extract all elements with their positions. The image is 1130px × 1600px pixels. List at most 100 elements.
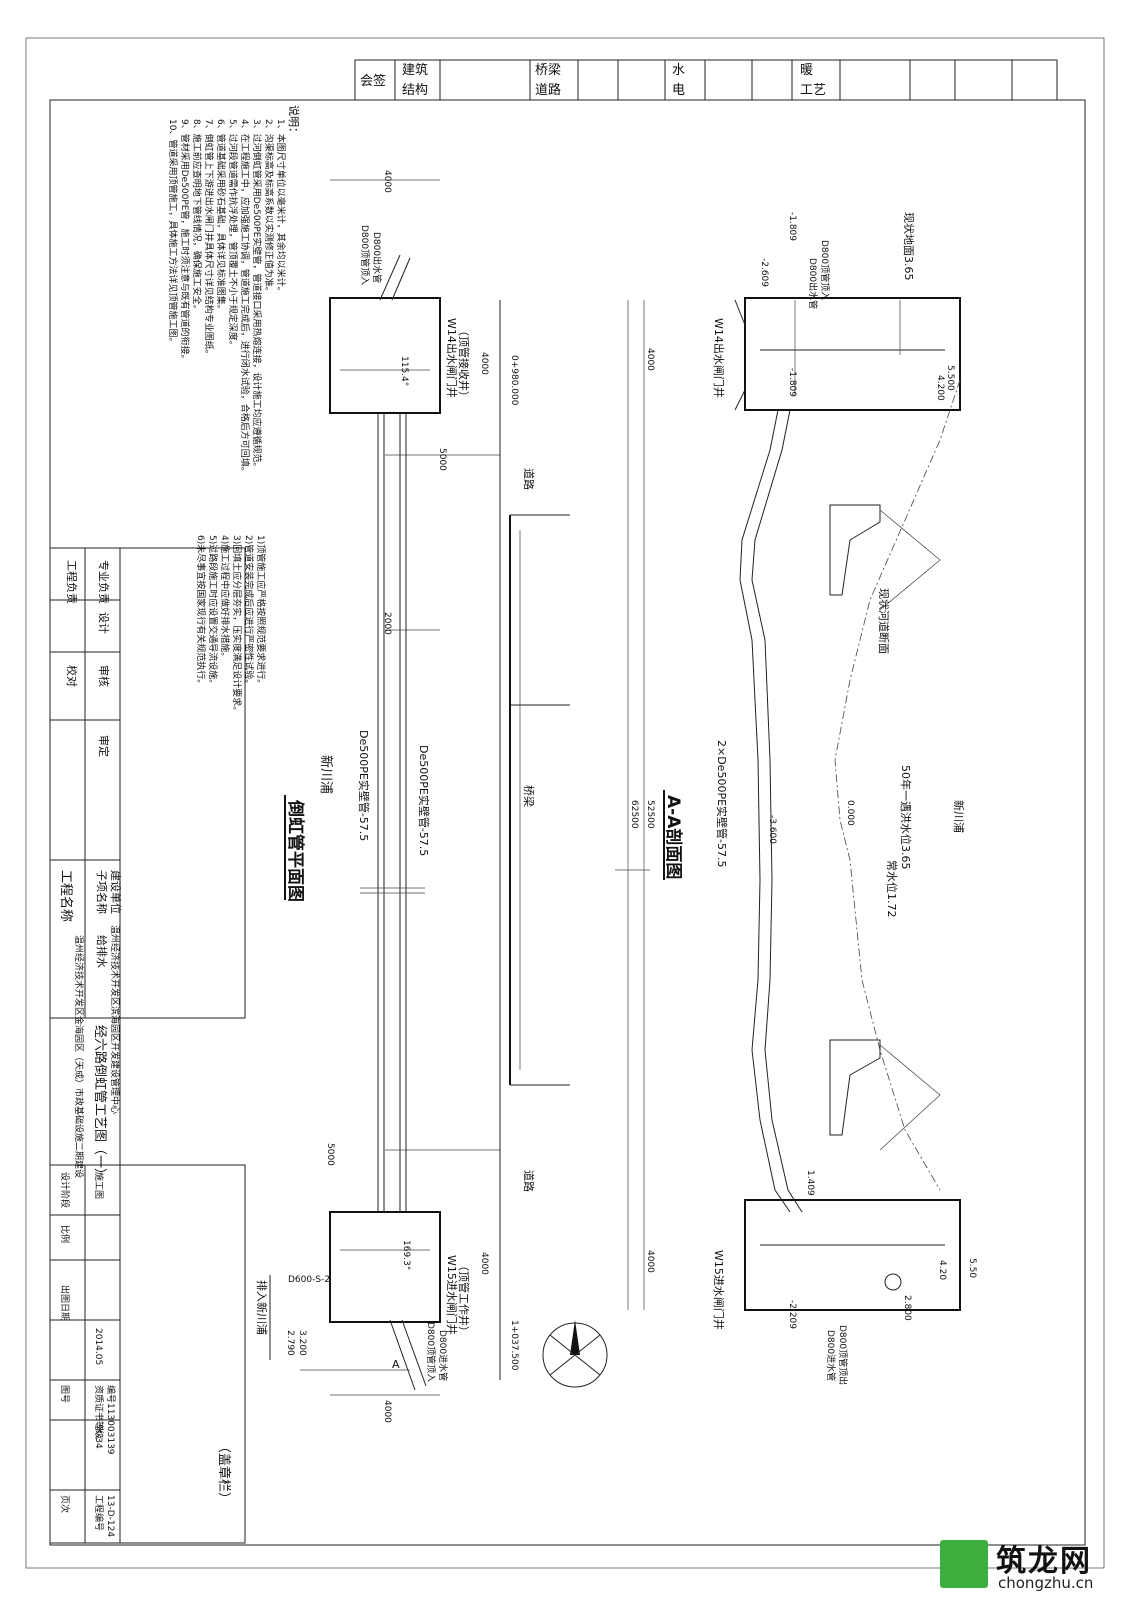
plan-bottom-dim: 4000 xyxy=(382,1400,392,1423)
project-no-label: 工程编号 xyxy=(93,1495,105,1531)
plan-pipe-label-b: De500PE实壁管-57.5 xyxy=(417,745,431,856)
section-elev-1409: 1.409 xyxy=(805,1170,815,1196)
plan-dim-5000-bottom: 5000 xyxy=(325,1143,335,1166)
scale-label: 比例 xyxy=(59,1225,71,1243)
date-value: 2014.05 xyxy=(93,1328,103,1365)
section-pipe-label: 2×De500PE实壁管-57.5 xyxy=(715,740,729,868)
note-2: 2、沟渠标高及标高系数以实测修正值为准。 xyxy=(263,119,275,296)
col-water: 水 xyxy=(672,63,685,78)
plan-top-dim: 4000 xyxy=(382,170,392,193)
section-well-w15: W15进水闸门井 xyxy=(712,1250,726,1330)
section-elev-420: 4.20 xyxy=(937,1260,947,1280)
watermark-cn: 筑龙网 xyxy=(996,1544,1092,1579)
subproject-name: 给排水 xyxy=(95,935,109,968)
section-river-bed: 现状河道断面 xyxy=(877,588,891,654)
section-title: A-A剖面图 xyxy=(663,795,684,879)
well-w15-plan xyxy=(329,1211,441,1323)
watermark: 筑龙网 chongzhu.cn xyxy=(940,1536,1112,1592)
section-d800-top-in: D800顶管顶入 xyxy=(819,240,831,300)
notes-block-2: 1)顶管施工应严格按照规范要求进行。 2)管道安装完成后应进行严密性试验。 3)… xyxy=(195,535,267,715)
subproject-label: 子项名称 xyxy=(95,870,109,914)
section-d800-in: D800进水管 xyxy=(825,1330,837,1381)
col-road: 道路 xyxy=(535,82,561,98)
section-mark-a: A xyxy=(392,1358,400,1371)
section-elev-m1809: -1.809 xyxy=(787,212,797,241)
note-10: 10、管道采用顶管施工，具体施工方法详见顶管施工图。 xyxy=(167,119,179,346)
plan-d800-in: D800进水管 xyxy=(437,1330,449,1381)
plan-view: A 4000 4000 5000 5000 2000 0+980.000 1+0… xyxy=(255,170,608,1423)
section-elev-0: 0.000 xyxy=(845,800,855,826)
plan-well-w14-sub: （顶管接收井） xyxy=(457,325,471,402)
stage-label: 设计阶段 xyxy=(59,1172,71,1208)
seal-text: （盖章栏） xyxy=(216,1440,232,1505)
plan-pipe-label-a: De500PE实壁管-57.5 xyxy=(357,730,371,841)
section-dim-52500: 52500 xyxy=(645,800,655,829)
plan-dim-5000-top: 5000 xyxy=(437,448,447,471)
section-elev-m2209: -2.209 xyxy=(787,1300,797,1329)
section-flood-level: 50年一遇洪水位3.65 xyxy=(899,765,913,870)
cert-no: 编号113003139 xyxy=(105,1385,117,1455)
notes-block: 说明： 1、本图尺寸单位以毫米计，其余均以米计。 2、沟渠标高及标高系数以实测修… xyxy=(167,105,301,476)
river-bed-profile xyxy=(834,379,961,1191)
cert-label: 资质证书等级 xyxy=(93,1385,105,1439)
countersign-label: 会签 xyxy=(360,73,386,89)
note2-6: 6)未尽事宜按国家现行有关规范执行。 xyxy=(195,535,207,688)
col-architecture: 建筑 xyxy=(402,62,428,78)
row-designer: 设计 xyxy=(97,612,110,634)
client-name: 温州经济技术开发区滨海园区开发建设管理中心 xyxy=(109,925,121,1114)
section-elev-m3600: -3.600 xyxy=(767,815,777,844)
row-project-lead: 工程负责 xyxy=(65,560,79,604)
chain-end: 1+037.500 xyxy=(509,1320,519,1371)
section-dim-4000b: 4000 xyxy=(645,1250,655,1273)
section-elev-4200: 4.200 xyxy=(935,375,945,401)
plan-span-4000b: 4000 xyxy=(479,1252,489,1275)
note2-3: 3)回填土应分层夯实，压实度满足设计要求。 xyxy=(231,535,243,715)
plan-well-w15-sub: （顶管工作井） xyxy=(457,1260,471,1337)
plan-elev-2790: 2.790 xyxy=(285,1330,295,1356)
plan-d800-top: D800顶管顶入 xyxy=(359,225,371,285)
col-structure: 结构 xyxy=(402,83,428,98)
bridge-pier-bottom xyxy=(829,1039,881,1136)
note-5: 5、过河段管道需作抗浮处理，管顶覆土不小于规定深度。 xyxy=(227,119,239,350)
plan-dim-2000: 2000 xyxy=(382,612,392,635)
note-3: 3、过河倒虹管采用De500PE实壁管，管道接口采用热熔连接，设计施工均应遵循规… xyxy=(251,119,263,472)
section-d800-out: D800出水管 xyxy=(807,258,819,309)
section-elev-550: 5.50 xyxy=(967,1258,977,1278)
col-bridge: 桥梁 xyxy=(535,63,561,78)
section-view: 现状地面3.65 D800顶管顶入 D800出水管 -1.809 -2.609 … xyxy=(615,212,977,1385)
page-label: 页次 xyxy=(59,1495,71,1513)
section-normal-level: 常水位1.72 xyxy=(885,860,899,918)
angle-top: 115.4° xyxy=(399,356,409,386)
plan-elev-3200: 3.200 xyxy=(297,1330,307,1356)
siphon-profile-upper xyxy=(739,409,791,1213)
section-elev-2800: 2.800 xyxy=(902,1295,912,1321)
row-reviewer: 审核 xyxy=(97,665,111,687)
col-process: 工艺 xyxy=(800,83,826,98)
section-dim-62500: 62500 xyxy=(629,800,639,829)
note-8: 8、施工前应查明地下管线情况，确保施工安全。 xyxy=(191,119,203,314)
row-checker: 校对 xyxy=(65,665,79,687)
plan-to-river: 排入新川浦 xyxy=(255,1280,269,1335)
plan-d800-in2: D800顶管顶入 xyxy=(425,1322,437,1382)
note-4: 4、在工程施工中，应加强施工协调，管道施工完成后，进行闭水试验，合格后方可回填。 xyxy=(239,119,251,476)
watermark-logo-icon xyxy=(940,1540,988,1588)
angle-bottom: 169.3° xyxy=(401,1240,411,1270)
well-w15-section xyxy=(744,1199,961,1311)
section-river-name: 新川浦 xyxy=(952,800,966,833)
note2-1: 1)顶管施工应严格按照规范要求进行。 xyxy=(255,535,267,688)
sheet-value: 水-34 xyxy=(93,1425,105,1449)
project-no: 13-D-124 xyxy=(105,1495,115,1537)
section-elev-m2609: -2.609 xyxy=(759,258,769,287)
project-name: 温州经济技术开发区金海园区（天成）市政基础设施二期建设 xyxy=(73,935,85,1178)
countersign-table: 会签 建筑 结构 桥梁 道路 水 电 暖 工艺 xyxy=(354,59,1058,101)
note-7: 7、倒虹管上下游进出水闸门井具体尺寸详见结构专业图纸。 xyxy=(203,119,215,359)
bridge-pier-top xyxy=(829,504,881,596)
plan-river-label: 新川浦 xyxy=(318,755,334,794)
plan-well-w14: W14出水闸门井 xyxy=(445,318,459,398)
col-electric: 电 xyxy=(672,83,685,98)
siphon-profile-lower xyxy=(751,409,803,1213)
road-label-top: 道路 xyxy=(522,468,536,490)
title-block: 工程负责 专业负责 设计 校对 审核 审定 工程名称 温州经济技术开发区金海园区… xyxy=(49,547,246,1544)
section-ground: 现状地面3.65 xyxy=(902,212,916,281)
